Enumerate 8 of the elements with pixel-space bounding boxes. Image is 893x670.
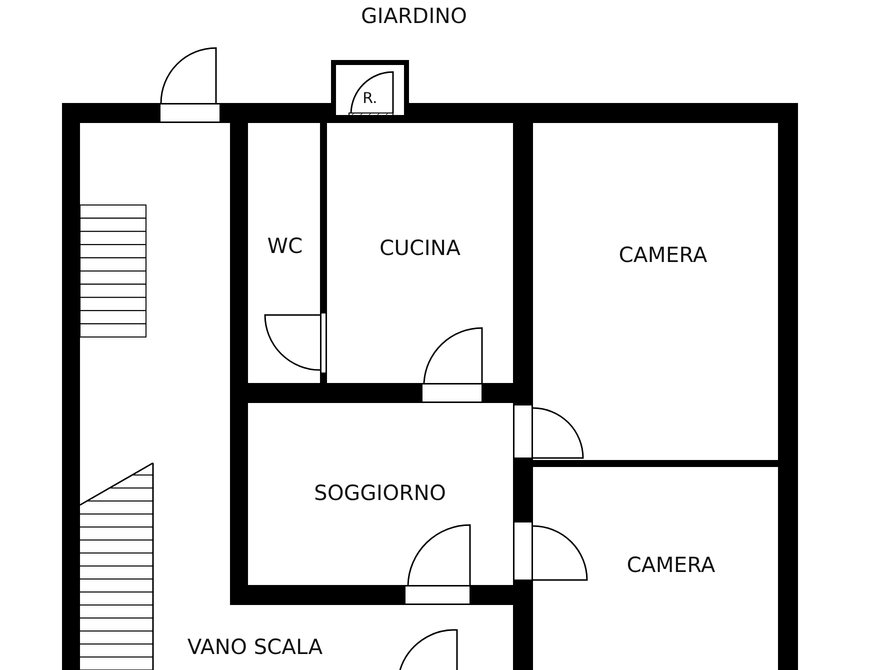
room-name: VANO SCALA [187, 635, 323, 659]
room-name: R. [362, 89, 378, 107]
area-name: GIARDINO [360, 4, 468, 28]
room-name: CAMERA [626, 553, 716, 577]
room-name: CAMERA [618, 243, 708, 267]
room-name: WC [267, 234, 303, 258]
room-name: CUCINA [380, 236, 460, 260]
room-name: SOGGIORNO [314, 481, 446, 505]
